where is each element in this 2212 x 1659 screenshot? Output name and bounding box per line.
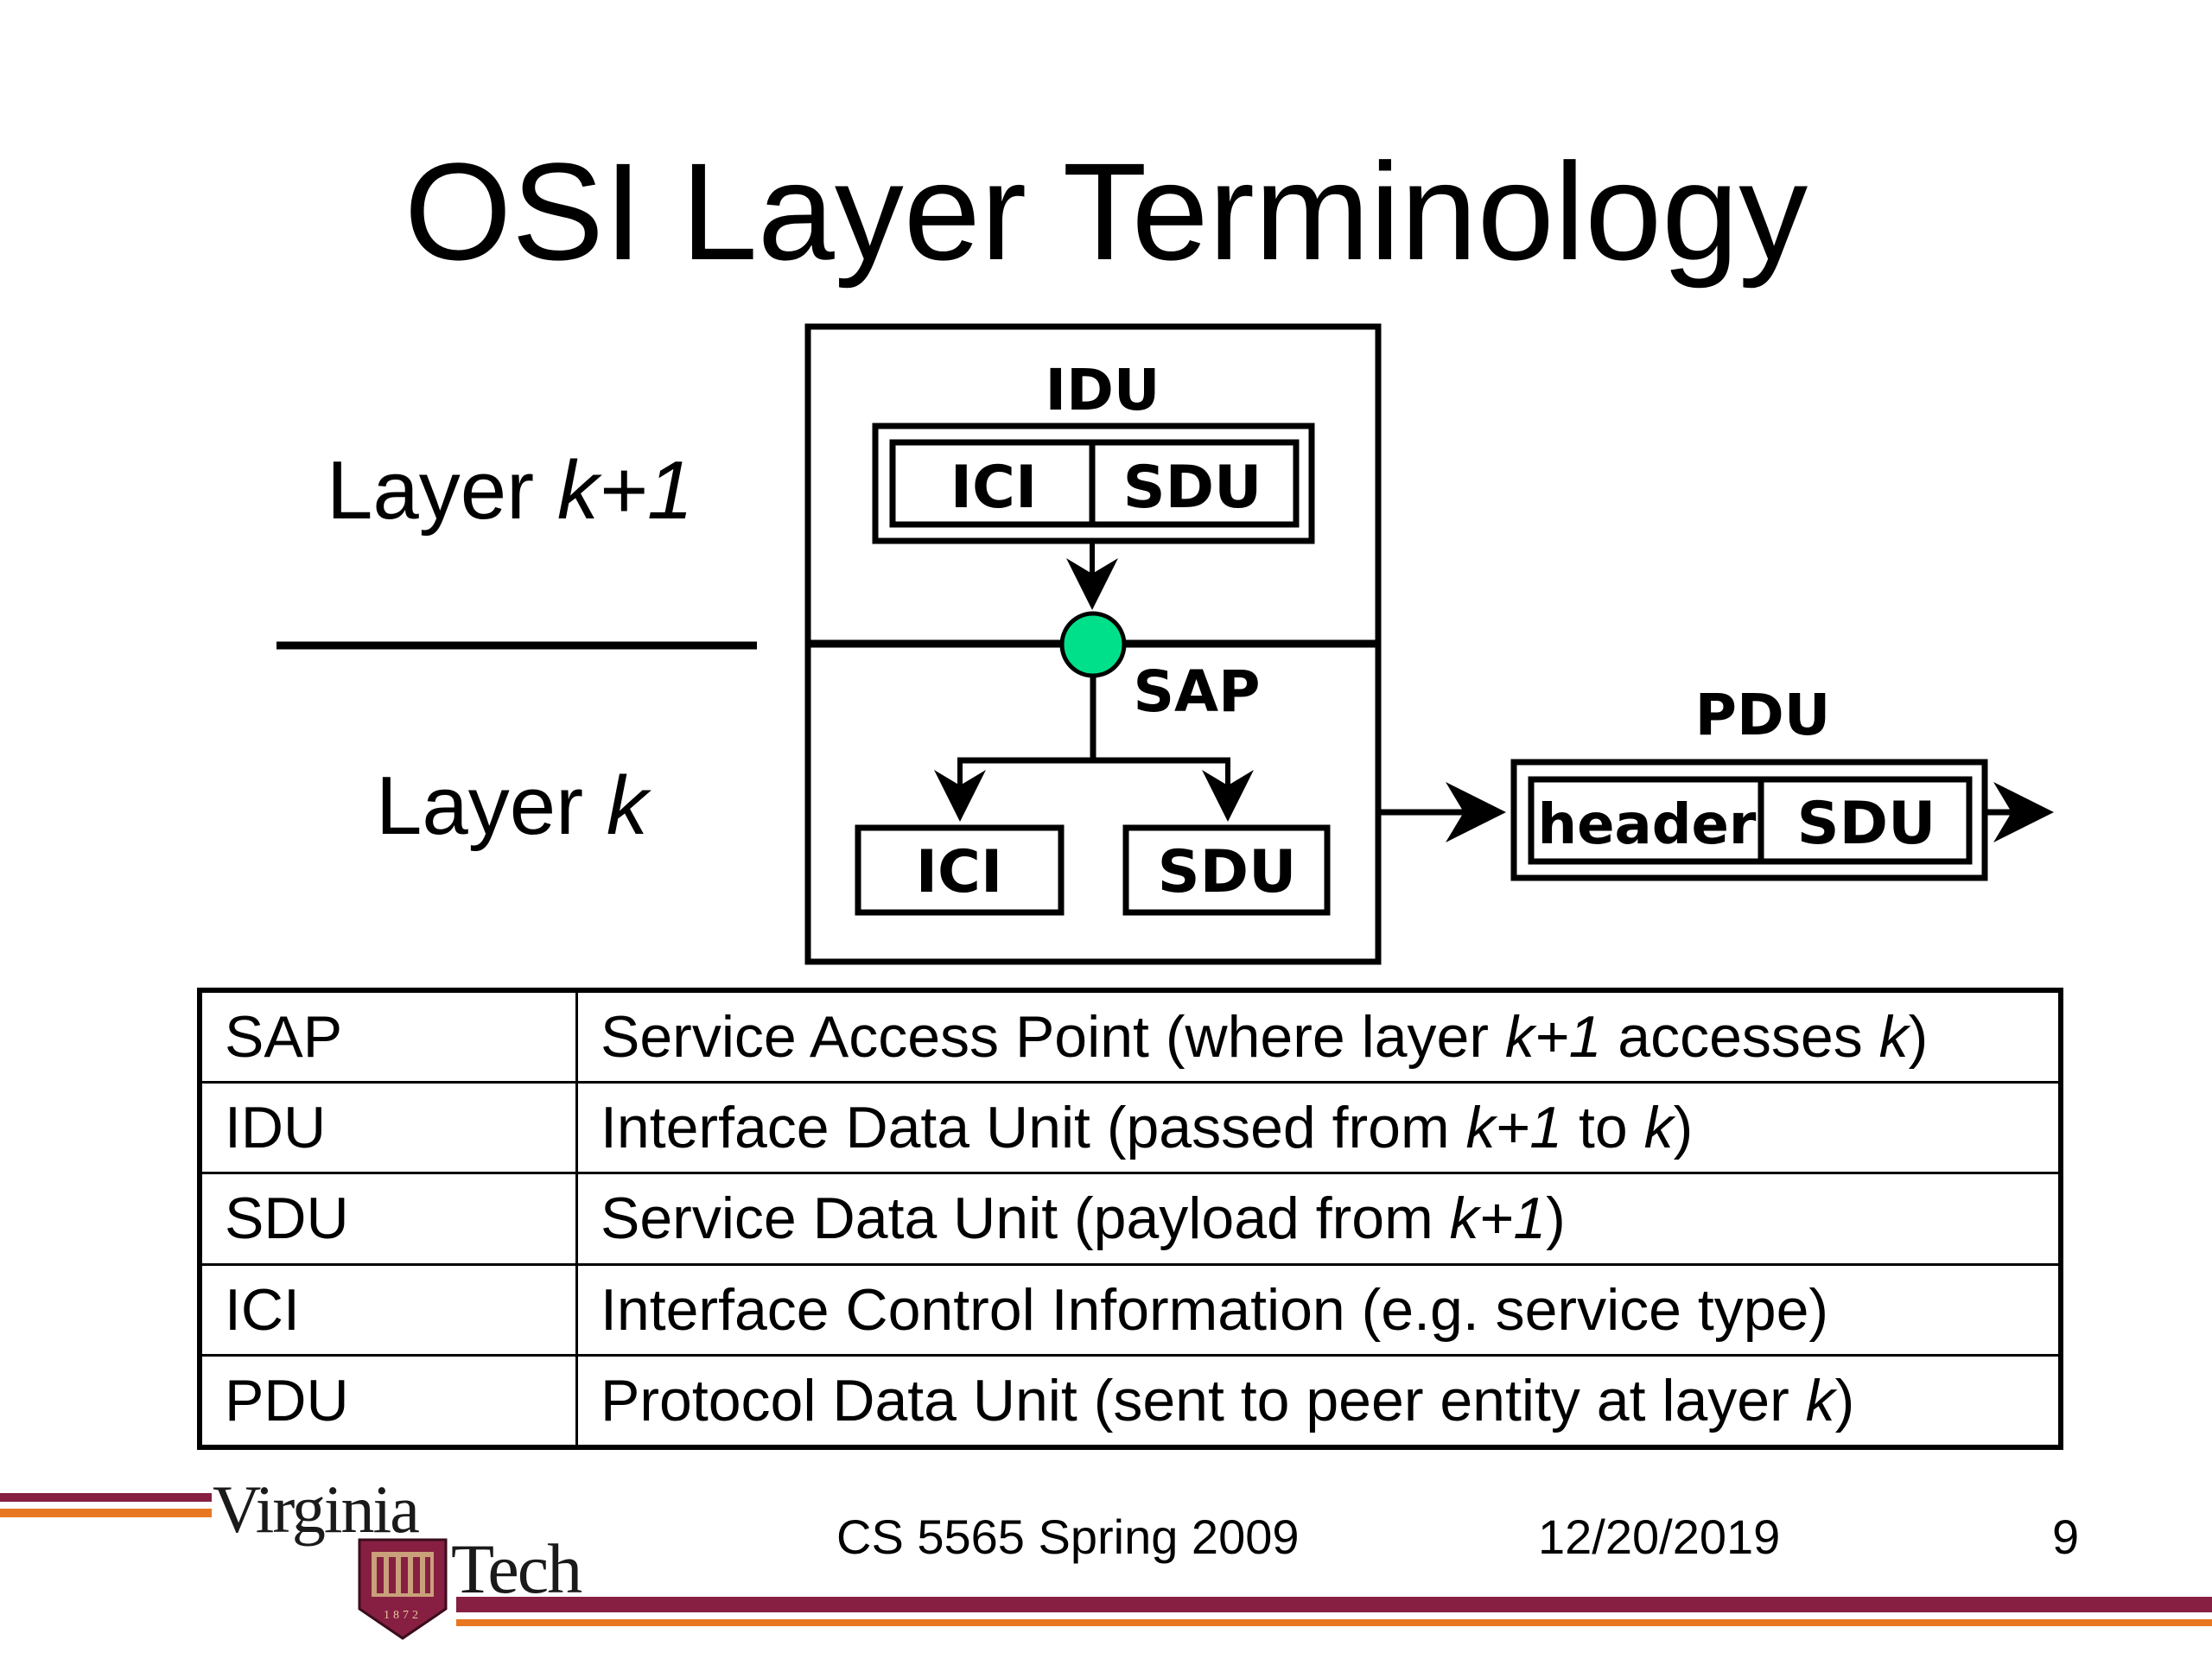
sap-label: SAP	[1134, 658, 1261, 725]
layer-upper-var: k+1	[556, 444, 694, 537]
glossary-definition: Protocol Data Unit (sent to peer entity …	[575, 1353, 2063, 1449]
definition-part: accesses	[1601, 1004, 1879, 1071]
definition-part: k+1	[1504, 1004, 1602, 1071]
layer-lower-prefix: Layer	[376, 760, 607, 852]
pdu-inner-box	[1528, 776, 1973, 865]
definition-part: k	[1878, 1004, 1909, 1071]
definition-part: Interface Control Information (e.g. serv…	[601, 1276, 1829, 1343]
glossary-term: PDU	[198, 1353, 578, 1449]
idu-label: IDU	[1046, 357, 1160, 423]
definition-part: Service Data Unit (payload from	[601, 1185, 1450, 1252]
definition-part: )	[1908, 1004, 1929, 1071]
layer-upper-prefix: Layer	[327, 444, 557, 537]
pdu-header-text: header	[1538, 793, 1757, 857]
lower-sdu-box	[1122, 824, 1331, 916]
glossary-term: SDU	[198, 1172, 578, 1266]
definition-part: to	[1562, 1095, 1644, 1161]
lower-ici-text: ICI	[916, 838, 1003, 906]
pdu-label: PDU	[1695, 682, 1831, 748]
sap-circle	[1059, 611, 1127, 678]
definition-part: )	[1834, 1367, 1855, 1433]
definition-part: k	[1643, 1095, 1674, 1161]
layer-lower-var: k	[606, 760, 648, 852]
definition-part: Interface Data Unit (passed from	[601, 1095, 1466, 1161]
definition-part: k	[1805, 1367, 1835, 1433]
footer-date: 12/20/2019	[1538, 1510, 1781, 1564]
glossary-term: IDU	[198, 1081, 578, 1175]
slide-title: OSI Layer Terminology	[404, 134, 1808, 289]
definition-part: )	[1673, 1095, 1694, 1161]
glossary-definition: Interface Control Information (e.g. serv…	[575, 1262, 2063, 1357]
osi-diagram: IDU ICI SDU SAP ICI SDU PDU header SDU	[276, 323, 2054, 965]
idu-sdu-text: SDU	[1123, 454, 1262, 522]
layer-upper-label: Layer k+1	[327, 443, 693, 538]
definition-part: )	[1546, 1185, 1566, 1252]
glossary-definition: Interface Data Unit (passed from k+1 to …	[575, 1081, 2063, 1175]
definition-part: Service Access Point (where layer	[601, 1004, 1505, 1071]
glossary-term: ICI	[198, 1262, 578, 1357]
svg-text:1872: 1872	[384, 1609, 422, 1622]
logo-virginia-text: Virginia	[213, 1471, 420, 1547]
footer-bar-left-maroon	[0, 1493, 212, 1502]
glossary-definition: Service Data Unit (payload from k+1)	[575, 1172, 2063, 1266]
definition-part: k+1	[1465, 1095, 1563, 1161]
idu-ici-text: ICI	[950, 454, 1038, 522]
footer-bar-left-orange	[0, 1509, 212, 1517]
glossary-definition: Service Access Point (where layer k+1 ac…	[575, 988, 2063, 1084]
pdu-sdu-text: SDU	[1797, 790, 1936, 858]
definition-part: k+1	[1449, 1185, 1547, 1252]
layer-lower-label: Layer k	[376, 759, 648, 854]
pdu-outer-box	[1510, 759, 1988, 881]
footer-page-number: 9	[2052, 1510, 2080, 1564]
footer-bar-right-orange	[456, 1619, 2212, 1626]
glossary-term: SAP	[198, 988, 578, 1084]
vt-seal-icon: 1872	[358, 1538, 448, 1640]
definition-part: Protocol Data Unit (sent to peer entity …	[601, 1367, 1806, 1433]
lower-ici-box	[855, 824, 1065, 916]
glossary-row: PDU Protocol Data Unit (sent to peer enti…	[198, 1353, 2063, 1449]
footer-course: CS 5565 Spring 2009	[836, 1510, 1300, 1564]
footer-bar-right-maroon	[456, 1597, 2212, 1612]
logo-tech-text: Tech	[451, 1529, 582, 1608]
lower-sdu-text: SDU	[1158, 838, 1297, 906]
glossary-row: ICI Interface Control Information (e.g. s…	[198, 1262, 2063, 1357]
